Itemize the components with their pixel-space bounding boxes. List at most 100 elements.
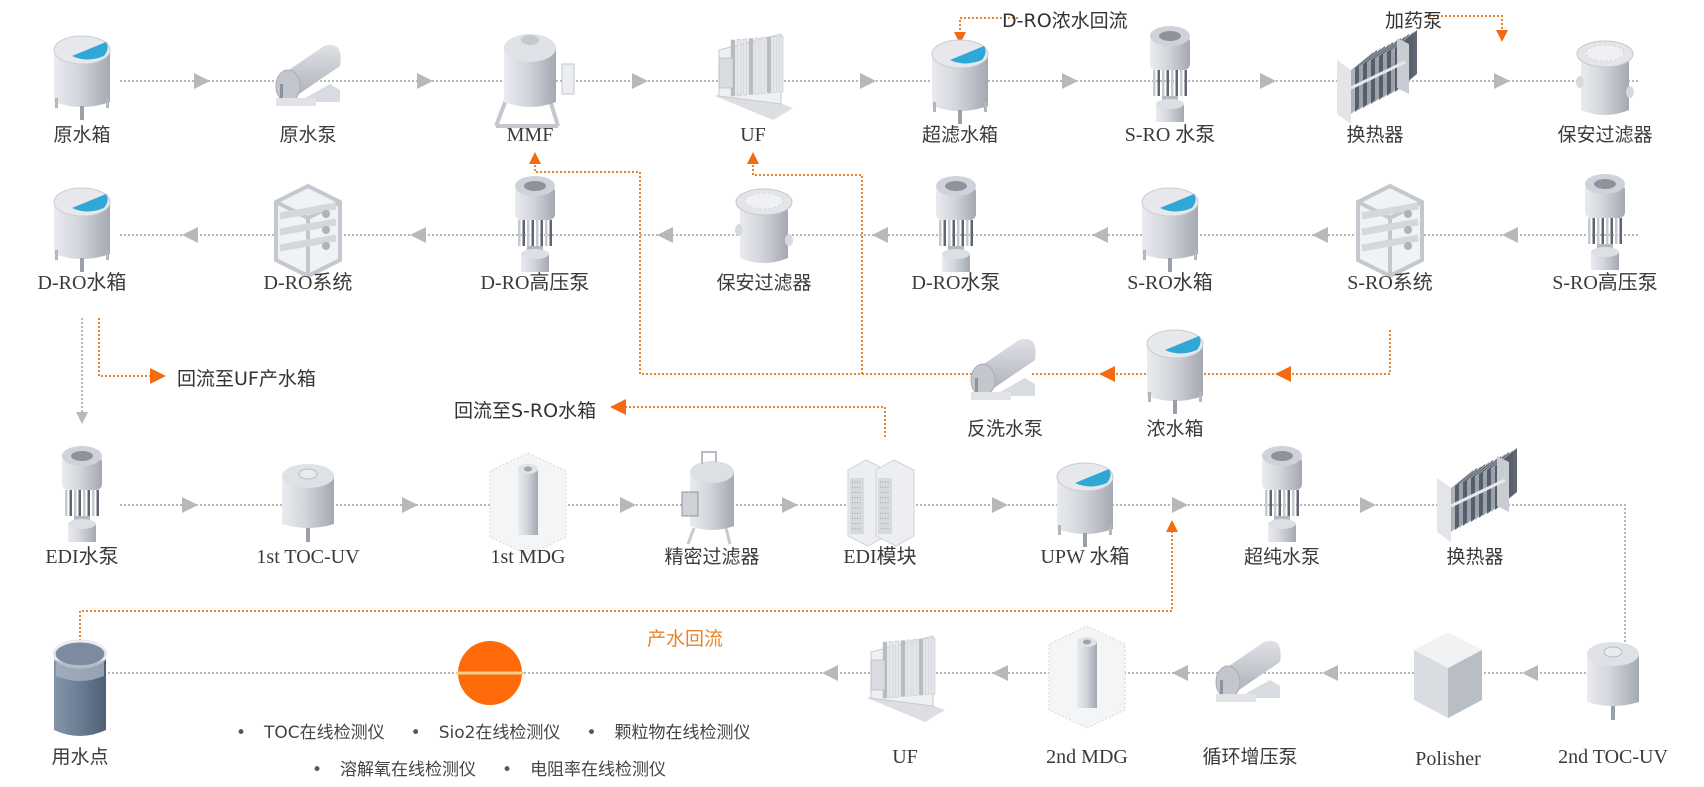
node-upw-tank[interactable]: UPW 水箱 bbox=[1020, 444, 1150, 568]
node-toc-uv-2[interactable]: 2nd TOC-UV bbox=[1548, 640, 1678, 768]
flow-arrow-icon bbox=[1522, 665, 1538, 681]
node-mdg-1[interactable]: 1st MDG bbox=[463, 444, 593, 568]
vertical-pump-icon bbox=[1150, 26, 1190, 122]
uv-reactor-icon bbox=[1587, 642, 1639, 720]
flow-arrow-icon bbox=[1172, 497, 1188, 513]
node-mdg-2[interactable]: 2nd MDG bbox=[1022, 640, 1152, 768]
recycle-arrow-icon bbox=[150, 368, 166, 384]
node-uf-tank[interactable]: 超滤水箱 bbox=[895, 22, 1025, 146]
degasser-icon bbox=[1048, 625, 1126, 729]
uf-rack-icon bbox=[715, 33, 793, 120]
node-heat-exchanger-2[interactable]: 换热器 bbox=[1410, 444, 1540, 568]
flow-arrow-icon bbox=[1322, 665, 1338, 681]
tank-icon bbox=[1146, 329, 1204, 414]
node-sro-tank[interactable]: S-RO水箱 bbox=[1105, 170, 1235, 294]
node-edi-module[interactable]: EDI模块 bbox=[815, 444, 945, 568]
product-return-line bbox=[79, 530, 1173, 645]
tank-icon bbox=[53, 187, 111, 272]
node-dro-high-pressure-pump[interactable]: D-RO高压泵 bbox=[470, 170, 600, 294]
edi-reject-line bbox=[625, 406, 886, 437]
node-uf-2[interactable]: UF bbox=[840, 640, 970, 768]
flow-arrow-icon bbox=[992, 665, 1008, 681]
horizontal-pump-icon bbox=[970, 338, 1036, 400]
recycle-arrow-icon bbox=[1496, 30, 1508, 42]
node-use-point[interactable]: 用水点 bbox=[15, 640, 145, 768]
node-concentrate-tank[interactable]: 浓水箱 bbox=[1110, 316, 1240, 440]
polisher-cube-icon bbox=[1414, 632, 1482, 718]
node-label: D-RO系统 bbox=[263, 272, 353, 294]
flow-arrow-icon bbox=[1312, 227, 1328, 243]
backwash-to-mmf-line bbox=[534, 158, 980, 375]
node-dro-tank[interactable]: D-RO水箱 bbox=[17, 170, 147, 294]
cartridge-filter-icon bbox=[1576, 40, 1634, 115]
node-label: 换热器 bbox=[1346, 124, 1404, 146]
node-label: S-RO 水泵 bbox=[1124, 124, 1216, 146]
node-label: MMF bbox=[506, 124, 554, 146]
recycle-arrow-icon bbox=[747, 152, 759, 164]
flow-arrow-icon bbox=[632, 73, 648, 89]
node-dro-water-pump[interactable]: D-RO水泵 bbox=[891, 170, 1021, 294]
flow-arrow-icon bbox=[182, 227, 198, 243]
flow-arrow-icon bbox=[620, 497, 636, 513]
instrument-item: Sio2在线检测仪 bbox=[411, 718, 561, 743]
node-raw-water-pump[interactable]: 原水泵 bbox=[243, 22, 373, 146]
tank-icon bbox=[1056, 462, 1114, 547]
node-label: S-RO高压泵 bbox=[1552, 272, 1658, 294]
flow-arrow-icon bbox=[402, 497, 418, 513]
recycle-arrow-icon bbox=[1166, 520, 1178, 532]
vertical-pump-icon bbox=[1585, 174, 1625, 270]
node-sro-high-pressure-pump[interactable]: S-RO高压泵 bbox=[1540, 170, 1670, 294]
node-label: EDI水泵 bbox=[45, 546, 119, 568]
node-precision-filter[interactable]: 精密过滤器 bbox=[647, 444, 777, 568]
flow-arrow-icon bbox=[182, 497, 198, 513]
node-cartridge-filter-2[interactable]: 保安过滤器 bbox=[699, 170, 829, 294]
vertical-pump-icon bbox=[62, 446, 102, 542]
recycle-arrow-icon bbox=[529, 152, 541, 164]
degasser-icon bbox=[489, 452, 567, 556]
node-label: 用水点 bbox=[51, 746, 109, 768]
node-raw-water-tank[interactable]: 原水箱 bbox=[17, 22, 147, 146]
flow-arrow-icon bbox=[1502, 227, 1518, 243]
tank-icon bbox=[931, 39, 989, 124]
node-sro-system[interactable]: S-RO系统 bbox=[1325, 170, 1455, 294]
node-edi-pump[interactable]: EDI水泵 bbox=[17, 444, 147, 568]
node-loop-booster-pump[interactable]: 循环增压泵 bbox=[1185, 640, 1315, 768]
recycle-dosing-line bbox=[1425, 15, 1503, 36]
flow-arrow-icon bbox=[1494, 73, 1510, 89]
flow-arrow-icon bbox=[76, 412, 88, 424]
node-label: 2nd MDG bbox=[1046, 746, 1128, 768]
annotation-product-water-return: 产水回流 bbox=[647, 628, 724, 650]
flow-arrow-icon bbox=[194, 73, 210, 89]
recycle-arrow-icon bbox=[610, 399, 626, 415]
recycle-arrow-icon bbox=[1099, 366, 1115, 382]
node-heat-exchanger-1[interactable]: 换热器 bbox=[1310, 22, 1440, 146]
node-mmf[interactable]: MMF bbox=[465, 22, 595, 146]
node-label: 保安过滤器 bbox=[716, 272, 812, 294]
node-label: UPW 水箱 bbox=[1040, 546, 1130, 568]
node-uf[interactable]: UF bbox=[688, 22, 818, 146]
node-label: 原水泵 bbox=[279, 124, 337, 146]
node-label: S-RO系统 bbox=[1347, 272, 1433, 294]
flow-arrow-icon bbox=[410, 227, 426, 243]
node-label: 原水箱 bbox=[53, 124, 111, 146]
cartridge-filter-icon bbox=[735, 188, 793, 263]
node-cartridge-filter-1[interactable]: 保安过滤器 bbox=[1540, 22, 1670, 146]
annotation-return-to-uf-tank: 回流至UF产水箱 bbox=[177, 368, 316, 390]
node-label: D-RO高压泵 bbox=[480, 272, 590, 294]
vertical-pump-icon bbox=[1262, 446, 1302, 542]
node-upw-pump[interactable]: 超纯水泵 bbox=[1217, 444, 1347, 568]
recycle-to-uf-tank-line bbox=[98, 318, 155, 377]
node-dro-system[interactable]: D-RO系统 bbox=[243, 170, 373, 294]
node-label: D-RO水箱 bbox=[37, 272, 127, 294]
node-backwash-pump[interactable]: 反洗水泵 bbox=[940, 316, 1070, 440]
node-toc-uv-1[interactable]: 1st TOC-UV bbox=[243, 444, 373, 568]
annotation-dro-reject-return: D-RO浓水回流 bbox=[1002, 10, 1128, 32]
flow-arrow-icon bbox=[1260, 73, 1276, 89]
node-polisher[interactable]: Polisher bbox=[1383, 640, 1513, 770]
flow-arrow-icon bbox=[1360, 497, 1376, 513]
node-label: 2nd TOC-UV bbox=[1558, 746, 1668, 768]
node-label: 1st TOC-UV bbox=[256, 546, 360, 568]
node-sro-water-pump[interactable]: S-RO 水泵 bbox=[1105, 22, 1235, 146]
horizontal-pump-icon bbox=[275, 44, 341, 106]
node-label: 保安过滤器 bbox=[1557, 124, 1653, 146]
